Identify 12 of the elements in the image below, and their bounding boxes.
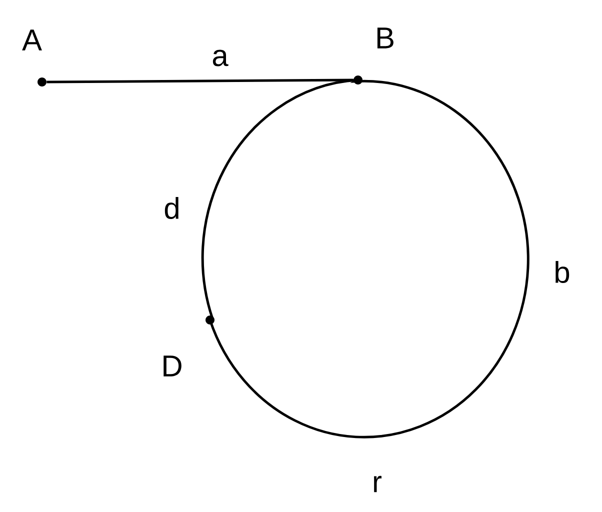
- point-dot: [206, 316, 214, 324]
- point-dot: [38, 78, 46, 86]
- edge-label: a: [212, 50, 228, 66]
- edge-label: d: [164, 196, 178, 220]
- point-label: D: [164, 356, 182, 376]
- side-label: b: [556, 260, 570, 284]
- point-label: B: [377, 28, 394, 48]
- line: [46, 78, 354, 84]
- point-label: A: [22, 30, 42, 50]
- line: [208, 78, 530, 438]
- side-label: r: [374, 476, 382, 492]
- point-dot: [354, 76, 362, 84]
